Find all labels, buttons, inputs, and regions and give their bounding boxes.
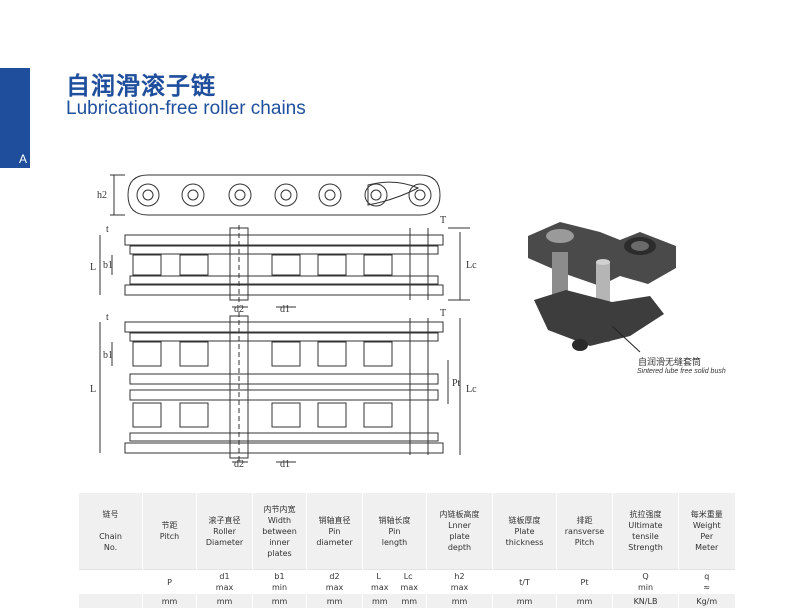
symbol-pitch: P (142, 569, 197, 594)
label-d1-double: d1 (280, 459, 290, 470)
label-T-double: T (440, 308, 446, 319)
label-d1-single: d1 (280, 304, 290, 315)
unit-pitch: mm (142, 594, 197, 608)
label-Lc-double: Lc (466, 384, 477, 395)
chain-single-strand (99, 225, 470, 308)
unit-pin: mm (306, 594, 363, 608)
unit-weight: Kg/m (678, 594, 735, 608)
unit-plate-depth: mm (426, 594, 493, 608)
unit-transverse: mm (556, 594, 613, 608)
label-h2: h2 (97, 190, 107, 201)
symbol-transverse: Pt (556, 569, 613, 594)
callout-label-cn: 自润滑无缝套筒 (638, 358, 702, 368)
label-Pt-double: Pt (452, 378, 461, 389)
label-d2-single: d2 (234, 304, 244, 315)
symbol-weight: q≈ (678, 569, 735, 594)
symbol-plate-thickness: t/T (492, 569, 557, 594)
section-tab-letter: A (19, 152, 28, 166)
page-title-en: Lubrication-free roller chains (66, 98, 306, 119)
chain-double-strand (99, 312, 461, 463)
label-t-double: t (106, 312, 109, 323)
label-d2-double: d2 (234, 459, 244, 470)
callout-label-en: Sintered lube free solid bush (637, 368, 726, 375)
chain-top-view (110, 174, 441, 216)
page-title-cn: 自润滑滚子链 (66, 72, 216, 100)
label-L-double: L (90, 384, 96, 395)
label-T-single: T (440, 215, 446, 226)
label-t-single: t (106, 224, 109, 235)
section-tab (0, 68, 30, 168)
chain-technical-drawing: h2 L b1 t T Lc d2 d1 (90, 174, 676, 470)
label-L-single: L (90, 262, 96, 273)
symbol-chain-no (78, 569, 143, 594)
unit-width: mm (252, 594, 307, 608)
unit-roller: mm (196, 594, 253, 608)
label-Lc-single: Lc (466, 260, 477, 271)
label-b1-double: b1 (103, 350, 113, 361)
unit-tensile: KN/LB (612, 594, 679, 608)
label-b1-single: b1 (103, 260, 113, 271)
unit-plate-thickness: mm (492, 594, 557, 608)
chain-link-3d-render (528, 222, 676, 353)
unit-chain-no (78, 594, 143, 608)
